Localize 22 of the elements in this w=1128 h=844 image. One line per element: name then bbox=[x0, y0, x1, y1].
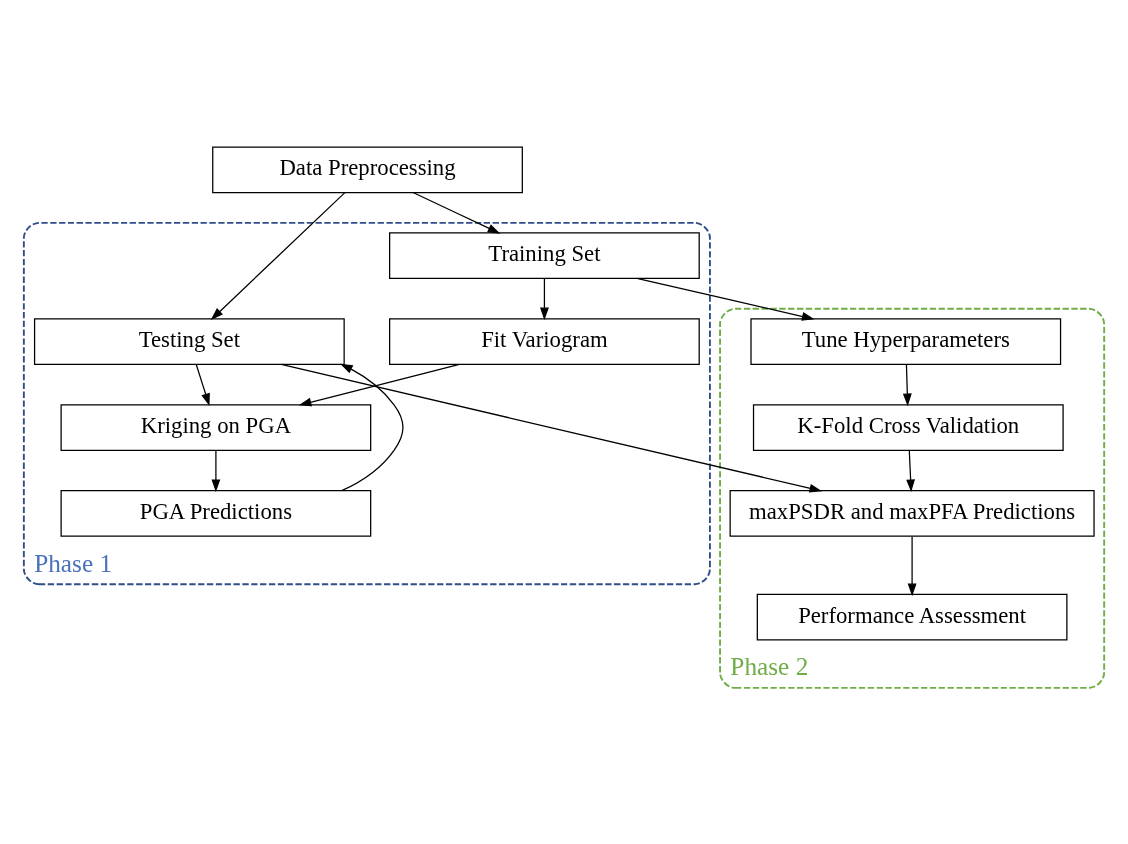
node-box: Kriging on PGA bbox=[60, 403, 372, 451]
arrow bbox=[906, 449, 916, 492]
arrow bbox=[210, 191, 346, 320]
arrow bbox=[195, 363, 210, 406]
arrow bbox=[907, 535, 917, 596]
node-box: PGA Predictions bbox=[60, 489, 372, 537]
arrow bbox=[412, 191, 501, 234]
node-box: Performance Assessment bbox=[756, 593, 1068, 640]
arrow bbox=[211, 449, 221, 492]
node-box: maxPSDR and maxPFA Predictions bbox=[729, 489, 1095, 537]
node-box: Tune Hyperparameters bbox=[750, 317, 1062, 365]
arrow bbox=[902, 363, 912, 406]
node-box: Data Preprocessing bbox=[212, 145, 523, 193]
arrow bbox=[540, 277, 549, 320]
node-box: Fit Variogram bbox=[389, 317, 700, 365]
arrow bbox=[280, 363, 823, 493]
arrow bbox=[340, 363, 404, 491]
node-box: Testing Set bbox=[33, 317, 345, 365]
node-box: Training Set bbox=[389, 231, 700, 279]
arrow bbox=[298, 363, 460, 406]
node-box: K-Fold Cross Validation bbox=[752, 403, 1064, 451]
arrow bbox=[637, 277, 815, 321]
